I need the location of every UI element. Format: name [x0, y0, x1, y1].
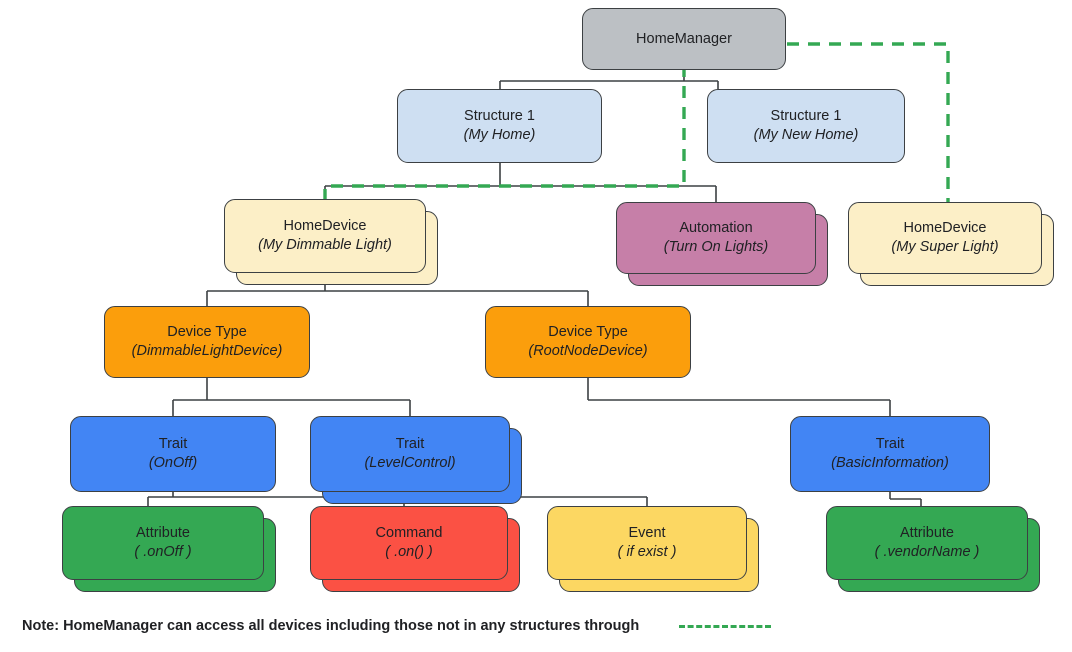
structure-my-home-node[interactable]: Structure 1 (My Home) — [397, 89, 602, 163]
device-type-rootnodedevice-node-primary-label: Device Type — [548, 324, 628, 341]
device-type-rootnodedevice-node[interactable]: Device Type (RootNodeDevice) — [485, 306, 691, 378]
trait-basicinformation-node[interactable]: Trait (BasicInformation) — [790, 416, 990, 492]
edge-rootnode-to-basicinformation — [587, 378, 891, 416]
trait-onoff-node-primary-label: Trait — [158, 436, 188, 453]
attribute-onoff-node-primary-label: Attribute — [136, 525, 190, 542]
automation-turn-on-lights-node-primary-label: Automation — [679, 220, 753, 237]
attribute-vendorname-node-primary-label: Attribute — [900, 525, 954, 542]
device-type-dimmablelightdevice-node-secondary-label: (DimmableLightDevice) — [131, 343, 283, 359]
attribute-vendorname-node[interactable]: Attribute ( .vendorName ) — [826, 506, 1028, 580]
structure-my-new-home-node-secondary-label: (My New Home) — [753, 127, 859, 143]
dashed-line-legend-swatch — [679, 624, 772, 628]
note-text: Note: HomeManager can access all devices… — [22, 618, 640, 634]
diagram-note: Note: HomeManager can access all devices… — [22, 618, 1052, 634]
automation-turn-on-lights-node[interactable]: Automation (Turn On Lights) — [616, 202, 816, 274]
event-if-exist-node-primary-label: Event — [628, 525, 666, 542]
homedevice-my-dimmable-light-node-primary-label: HomeDevice — [283, 218, 367, 235]
automation-turn-on-lights-node-secondary-label: (Turn On Lights) — [663, 239, 769, 255]
edge-myhome-to-children — [324, 163, 717, 202]
edge-basicinformation-to-vendorname — [889, 492, 922, 506]
trait-levelcontrol-node-secondary-label: (LevelControl) — [364, 455, 456, 471]
edge-dimmablelight-to-traits — [172, 378, 411, 416]
homedevice-my-dimmable-light-node-secondary-label: (My Dimmable Light) — [258, 237, 392, 253]
homedevice-my-dimmable-light-node[interactable]: HomeDevice (My Dimmable Light) — [224, 199, 426, 273]
structure-my-new-home-node[interactable]: Structure 1 (My New Home) — [707, 89, 905, 163]
structure-my-home-node-primary-label: Structure 1 — [464, 108, 535, 125]
event-if-exist-node[interactable]: Event ( if exist ) — [547, 506, 747, 580]
attribute-onoff-node[interactable]: Attribute ( .onOff ) — [62, 506, 264, 580]
trait-levelcontrol-node-primary-label: Trait — [395, 436, 425, 453]
attribute-vendorname-node-secondary-label: ( .vendorName ) — [874, 544, 980, 560]
structure-my-home-node-secondary-label: (My Home) — [463, 127, 536, 143]
trait-onoff-node-secondary-label: (OnOff) — [148, 455, 198, 471]
homedevice-my-super-light-node-primary-label: HomeDevice — [903, 220, 987, 237]
home-manager-node-primary-label: HomeManager — [636, 30, 732, 47]
attribute-onoff-node-secondary-label: ( .onOff ) — [134, 544, 192, 560]
trait-basicinformation-node-primary-label: Trait — [875, 436, 905, 453]
trait-basicinformation-node-secondary-label: (BasicInformation) — [831, 455, 949, 471]
home-manager-node[interactable]: HomeManager — [582, 8, 786, 70]
trait-levelcontrol-node[interactable]: Trait (LevelControl) — [310, 416, 510, 492]
command-on-node-secondary-label: ( .on() ) — [385, 544, 433, 560]
homedevice-my-super-light-node-secondary-label: (My Super Light) — [891, 239, 999, 255]
trait-onoff-node[interactable]: Trait (OnOff) — [70, 416, 276, 492]
homedevice-my-super-light-node[interactable]: HomeDevice (My Super Light) — [848, 202, 1042, 274]
command-on-node[interactable]: Command ( .on() ) — [310, 506, 508, 580]
edge-homemanager-to-structures — [499, 70, 719, 89]
command-on-node-primary-label: Command — [375, 525, 443, 542]
event-if-exist-node-secondary-label: ( if exist ) — [617, 544, 677, 560]
device-type-rootnodedevice-node-secondary-label: (RootNodeDevice) — [528, 343, 648, 359]
device-type-dimmablelightdevice-node-primary-label: Device Type — [167, 324, 247, 341]
structure-my-new-home-node-primary-label: Structure 1 — [770, 108, 842, 125]
device-type-dimmablelightdevice-node[interactable]: Device Type (DimmableLightDevice) — [104, 306, 310, 378]
